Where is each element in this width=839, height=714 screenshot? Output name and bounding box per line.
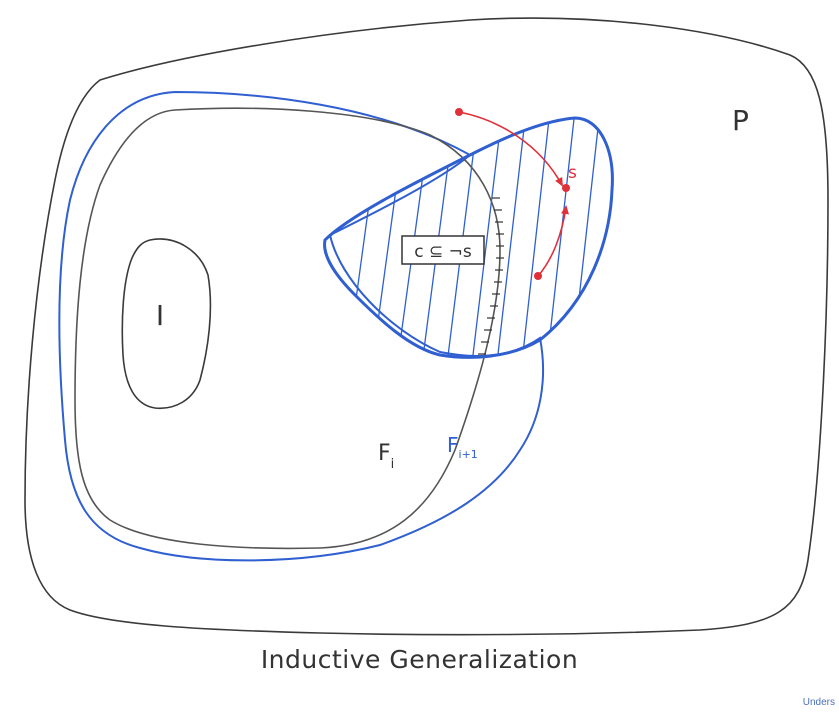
clause-region <box>323 116 614 359</box>
predecessor-state-top <box>455 108 463 116</box>
clause-label: c ⊆ ¬s <box>414 242 472 262</box>
diagram-caption: Inductive Generalization <box>260 645 579 674</box>
clause-hatching <box>344 118 613 358</box>
frame-i-letter: F <box>378 441 391 466</box>
corner-link-text[interactable]: Unders <box>802 697 835 708</box>
initial-region <box>121 238 212 409</box>
property-region <box>24 17 829 636</box>
property-label: P <box>732 104 749 137</box>
frame-next-label: Fi+1 <box>447 433 478 461</box>
frame-i-region <box>74 107 501 550</box>
target-state-s <box>562 184 570 192</box>
initial-label: I <box>156 299 164 332</box>
clause-label-box <box>401 235 485 265</box>
frame-next-letter: F <box>447 433 459 457</box>
frame-next-subscript: i+1 <box>459 448 478 461</box>
frame-boundary-ticks <box>478 197 504 355</box>
state-label: s <box>568 163 577 183</box>
transition-arrow-bottom <box>537 205 569 277</box>
frame-next-region <box>58 90 545 562</box>
transition-arrow-top <box>458 111 563 187</box>
frame-i-subscript: i <box>391 457 395 472</box>
frame-i-label: Fi <box>378 441 394 472</box>
predecessor-state-bottom <box>534 272 542 280</box>
